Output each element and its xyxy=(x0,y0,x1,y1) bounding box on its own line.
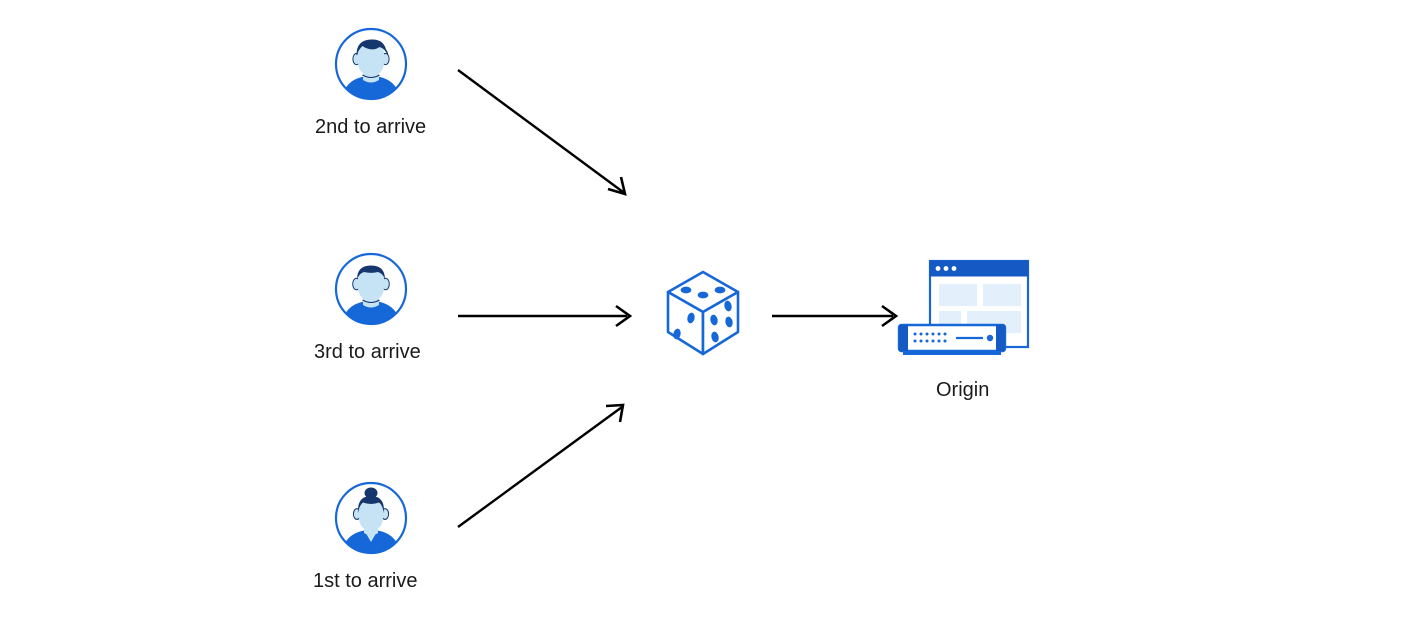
dice-icon xyxy=(658,268,748,360)
dice-pips xyxy=(673,286,733,343)
server-device xyxy=(897,323,1007,355)
arrow-visitor-3rd-to-randomizer xyxy=(458,304,633,328)
avatar-visitor-1st xyxy=(333,480,409,556)
avatar-label-visitor-2nd: 2nd to arrive xyxy=(315,116,427,138)
avatar-visitor-3rd xyxy=(333,251,409,327)
avatar-label-visitor-3rd: 3rd to arrive xyxy=(314,341,421,363)
avatar-label-visitor-1st: 1st to arrive xyxy=(313,570,418,592)
arrow-visitor-1st-to-randomizer xyxy=(457,403,625,528)
avatar-visitor-2nd xyxy=(333,26,409,102)
origin-server-icon xyxy=(893,255,1038,365)
server-led-grid xyxy=(913,332,947,343)
arrow-randomizer-to-origin xyxy=(772,304,899,328)
origin-label: Origin xyxy=(936,379,990,401)
